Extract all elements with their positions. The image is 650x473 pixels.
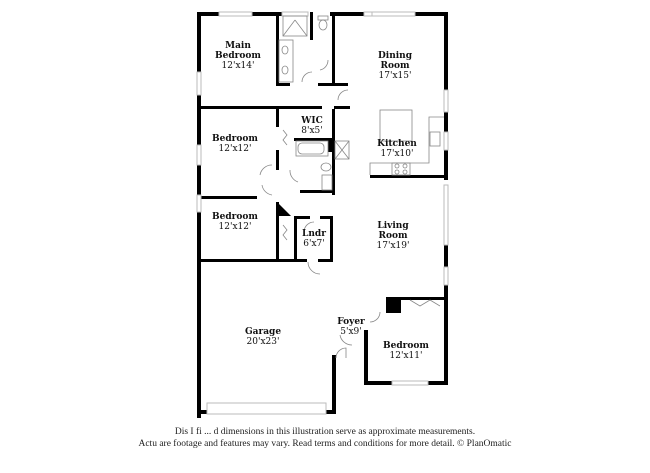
room-dimensions: 12'x12' bbox=[218, 144, 252, 154]
room-label-main-bedroom: Main Bedroom 12'x14' bbox=[212, 41, 264, 71]
room-name: Main bbox=[225, 41, 251, 51]
room-label-bedroom-4: Bedroom 12'x11' bbox=[378, 341, 434, 361]
room-label-kitchen: Kitchen 17'x10' bbox=[372, 139, 422, 159]
room-dimensions: 17'x15' bbox=[378, 71, 412, 81]
room-label-foyer: Foyer 5'x9' bbox=[334, 317, 368, 337]
room-dimensions: 8'x5' bbox=[301, 126, 323, 136]
room-dimensions: 6'x7' bbox=[303, 239, 325, 249]
room-name: Bedroom bbox=[383, 341, 429, 351]
disclaimer-line-2: Actu are footage and features may vary. … bbox=[138, 439, 512, 449]
room-dimensions: 5'x9' bbox=[340, 327, 362, 337]
interior-walls bbox=[197, 12, 448, 334]
room-name: Foyer bbox=[337, 317, 365, 327]
room-label-bedroom-2: Bedroom 12'x12' bbox=[207, 134, 263, 154]
room-name: Lndr bbox=[302, 229, 326, 239]
room-name: WIC bbox=[301, 116, 323, 126]
room-dimensions: 12'x12' bbox=[218, 222, 252, 232]
room-dimensions: 12'x11' bbox=[389, 351, 423, 361]
room-name: Bedroom bbox=[212, 212, 258, 222]
exterior-walls bbox=[197, 12, 448, 418]
disclaimer: Dis I fi ... d dimensions in this illust… bbox=[0, 426, 650, 450]
room-label-laundry: Lndr 6'x7' bbox=[298, 229, 330, 249]
room-name: Kitchen bbox=[377, 139, 417, 149]
room-label-living-room: Living Room 17'x19' bbox=[368, 221, 418, 251]
room-label-wic: WIC 8'x5' bbox=[297, 116, 327, 136]
room-name: Bedroom bbox=[215, 51, 261, 61]
room-label-dining-room: Dining Room 17'x15' bbox=[370, 51, 420, 81]
room-label-garage: Garage 20'x23' bbox=[238, 327, 288, 347]
room-name: Garage bbox=[244, 327, 282, 337]
room-name: Room bbox=[378, 231, 408, 241]
room-dimensions: 17'x10' bbox=[380, 149, 414, 159]
room-label-bedroom-3: Bedroom 12'x12' bbox=[207, 212, 263, 232]
fixtures bbox=[259, 15, 444, 359]
room-dimensions: 12'x14' bbox=[221, 61, 255, 71]
room-name: Room bbox=[380, 61, 410, 71]
room-name: Bedroom bbox=[212, 134, 258, 144]
room-name: Living bbox=[377, 221, 409, 231]
windows bbox=[196, 11, 449, 415]
room-dimensions: 20'x23' bbox=[246, 337, 280, 347]
room-dimensions: 17'x19' bbox=[376, 241, 410, 251]
disclaimer-line-1: Dis I fi ... d dimensions in this illust… bbox=[174, 427, 476, 437]
room-name: Dining bbox=[377, 51, 413, 61]
